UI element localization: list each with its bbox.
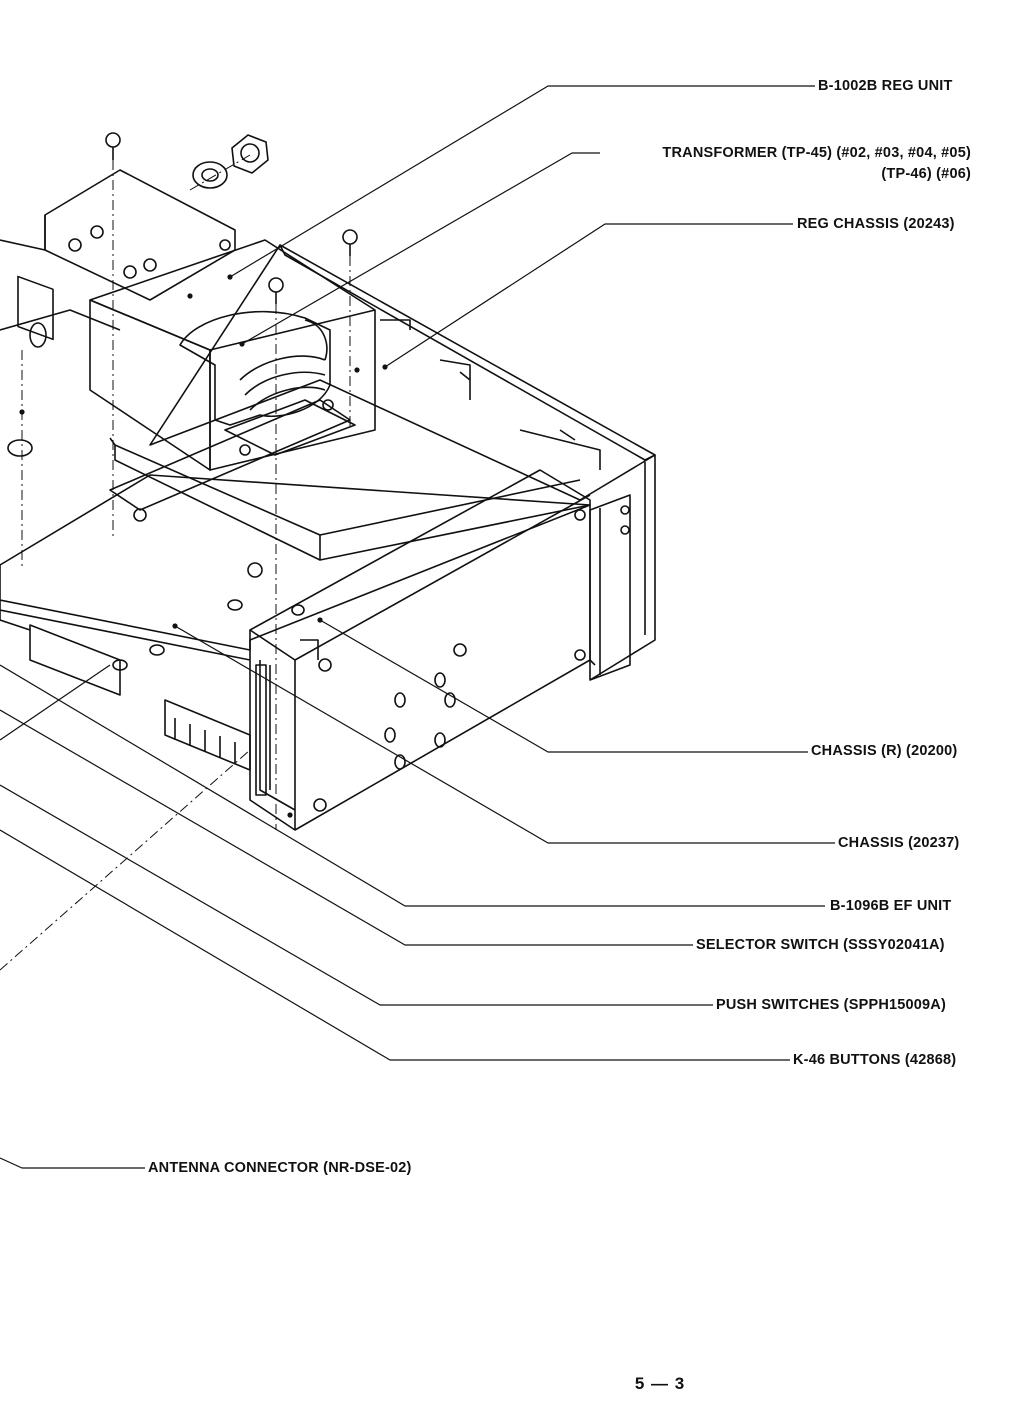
label-k46-buttons: K-46 BUTTONS (42868) [793, 1052, 956, 1069]
label-antenna-connector: ANTENNA CONNECTOR (NR-DSE-02) [148, 1160, 412, 1177]
base-plate [0, 438, 590, 660]
rear-panel [0, 170, 235, 456]
main-chassis-body [150, 245, 655, 680]
label-push-switches: PUSH SWITCHES (SPPH15009A) [716, 997, 946, 1014]
label-reg-unit: B-1002B REG UNIT [818, 78, 953, 95]
nut-and-washer [193, 135, 268, 188]
leader-dots [19, 274, 387, 817]
label-transformer-line1: TRANSFORMER (TP-45) (#02, #03, #04, #05) [662, 145, 971, 162]
label-ef-unit: B-1096B EF UNIT [830, 898, 951, 915]
page-number: 5 — 3 [620, 1374, 700, 1394]
assembly-axes [0, 155, 350, 970]
label-chassis-r: CHASSIS (R) (20200) [811, 743, 957, 760]
label-selector-switch: SELECTOR SWITCH (SSSY02041A) [696, 937, 945, 954]
leader-lines [0, 86, 835, 1168]
label-chassis: CHASSIS (20237) [838, 835, 959, 852]
label-transformer-line2: (TP-46) (#06) [881, 166, 971, 183]
chassis-holes [113, 600, 455, 769]
connector-block [0, 610, 250, 770]
label-reg-chassis: REG CHASSIS (20243) [797, 216, 955, 233]
